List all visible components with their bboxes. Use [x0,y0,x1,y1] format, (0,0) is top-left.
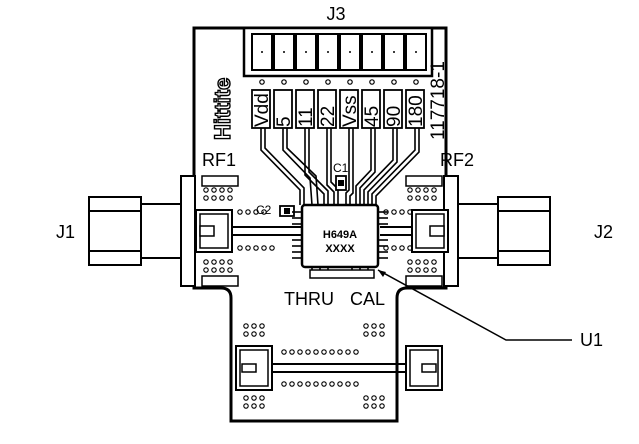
rf1-label: RF1 [202,150,236,170]
j2-sma-connector [443,175,551,287]
u1-callout-line [377,269,572,341]
u1-label: U1 [580,330,603,350]
pin-label-22: 22 [318,106,339,127]
board-number: 117718-1 [428,61,449,140]
pin-label-5: 5 [274,116,295,127]
j1-launch-pad [195,175,239,287]
pin-label-vss: Vss [340,95,361,127]
chip-part-number: H649A [323,229,357,241]
j2-launch-pad [405,175,449,287]
j3-header [242,26,434,78]
pin-label-45: 45 [362,106,383,127]
rf1-transmission-line [232,226,302,236]
thru-label: THRU [284,289,334,309]
u1-bottom-pad [309,269,375,279]
j1-sma-connector [88,175,196,287]
hittite-logo: Hittite [210,78,235,140]
j1-label: J1 [56,222,75,242]
c1-label: C1 [333,161,349,175]
rf2-label: RF2 [440,150,474,170]
pin-label-90: 90 [384,106,405,127]
thru-cal-line [235,345,443,391]
u1-chip-body [300,203,380,269]
c2-capacitor-body [284,208,290,214]
j2-label: J2 [594,222,613,242]
pin-label-180: 180 [406,95,427,127]
chip-lot-code: XXXX [325,243,355,255]
c1-capacitor-body [338,180,344,186]
pin-label-vdd: Vdd [252,93,273,127]
cal-label: CAL [350,289,385,309]
u1-callout-arrowhead [378,270,386,277]
rf2-transmission-line [380,226,412,236]
pin-label-11: 11 [296,107,317,127]
via-array-bottom [243,323,385,409]
control-traces [260,128,420,206]
via-row-top [259,79,419,85]
j3-label: J3 [326,4,345,24]
via-array-right [383,187,437,273]
via-array-left [203,187,275,273]
